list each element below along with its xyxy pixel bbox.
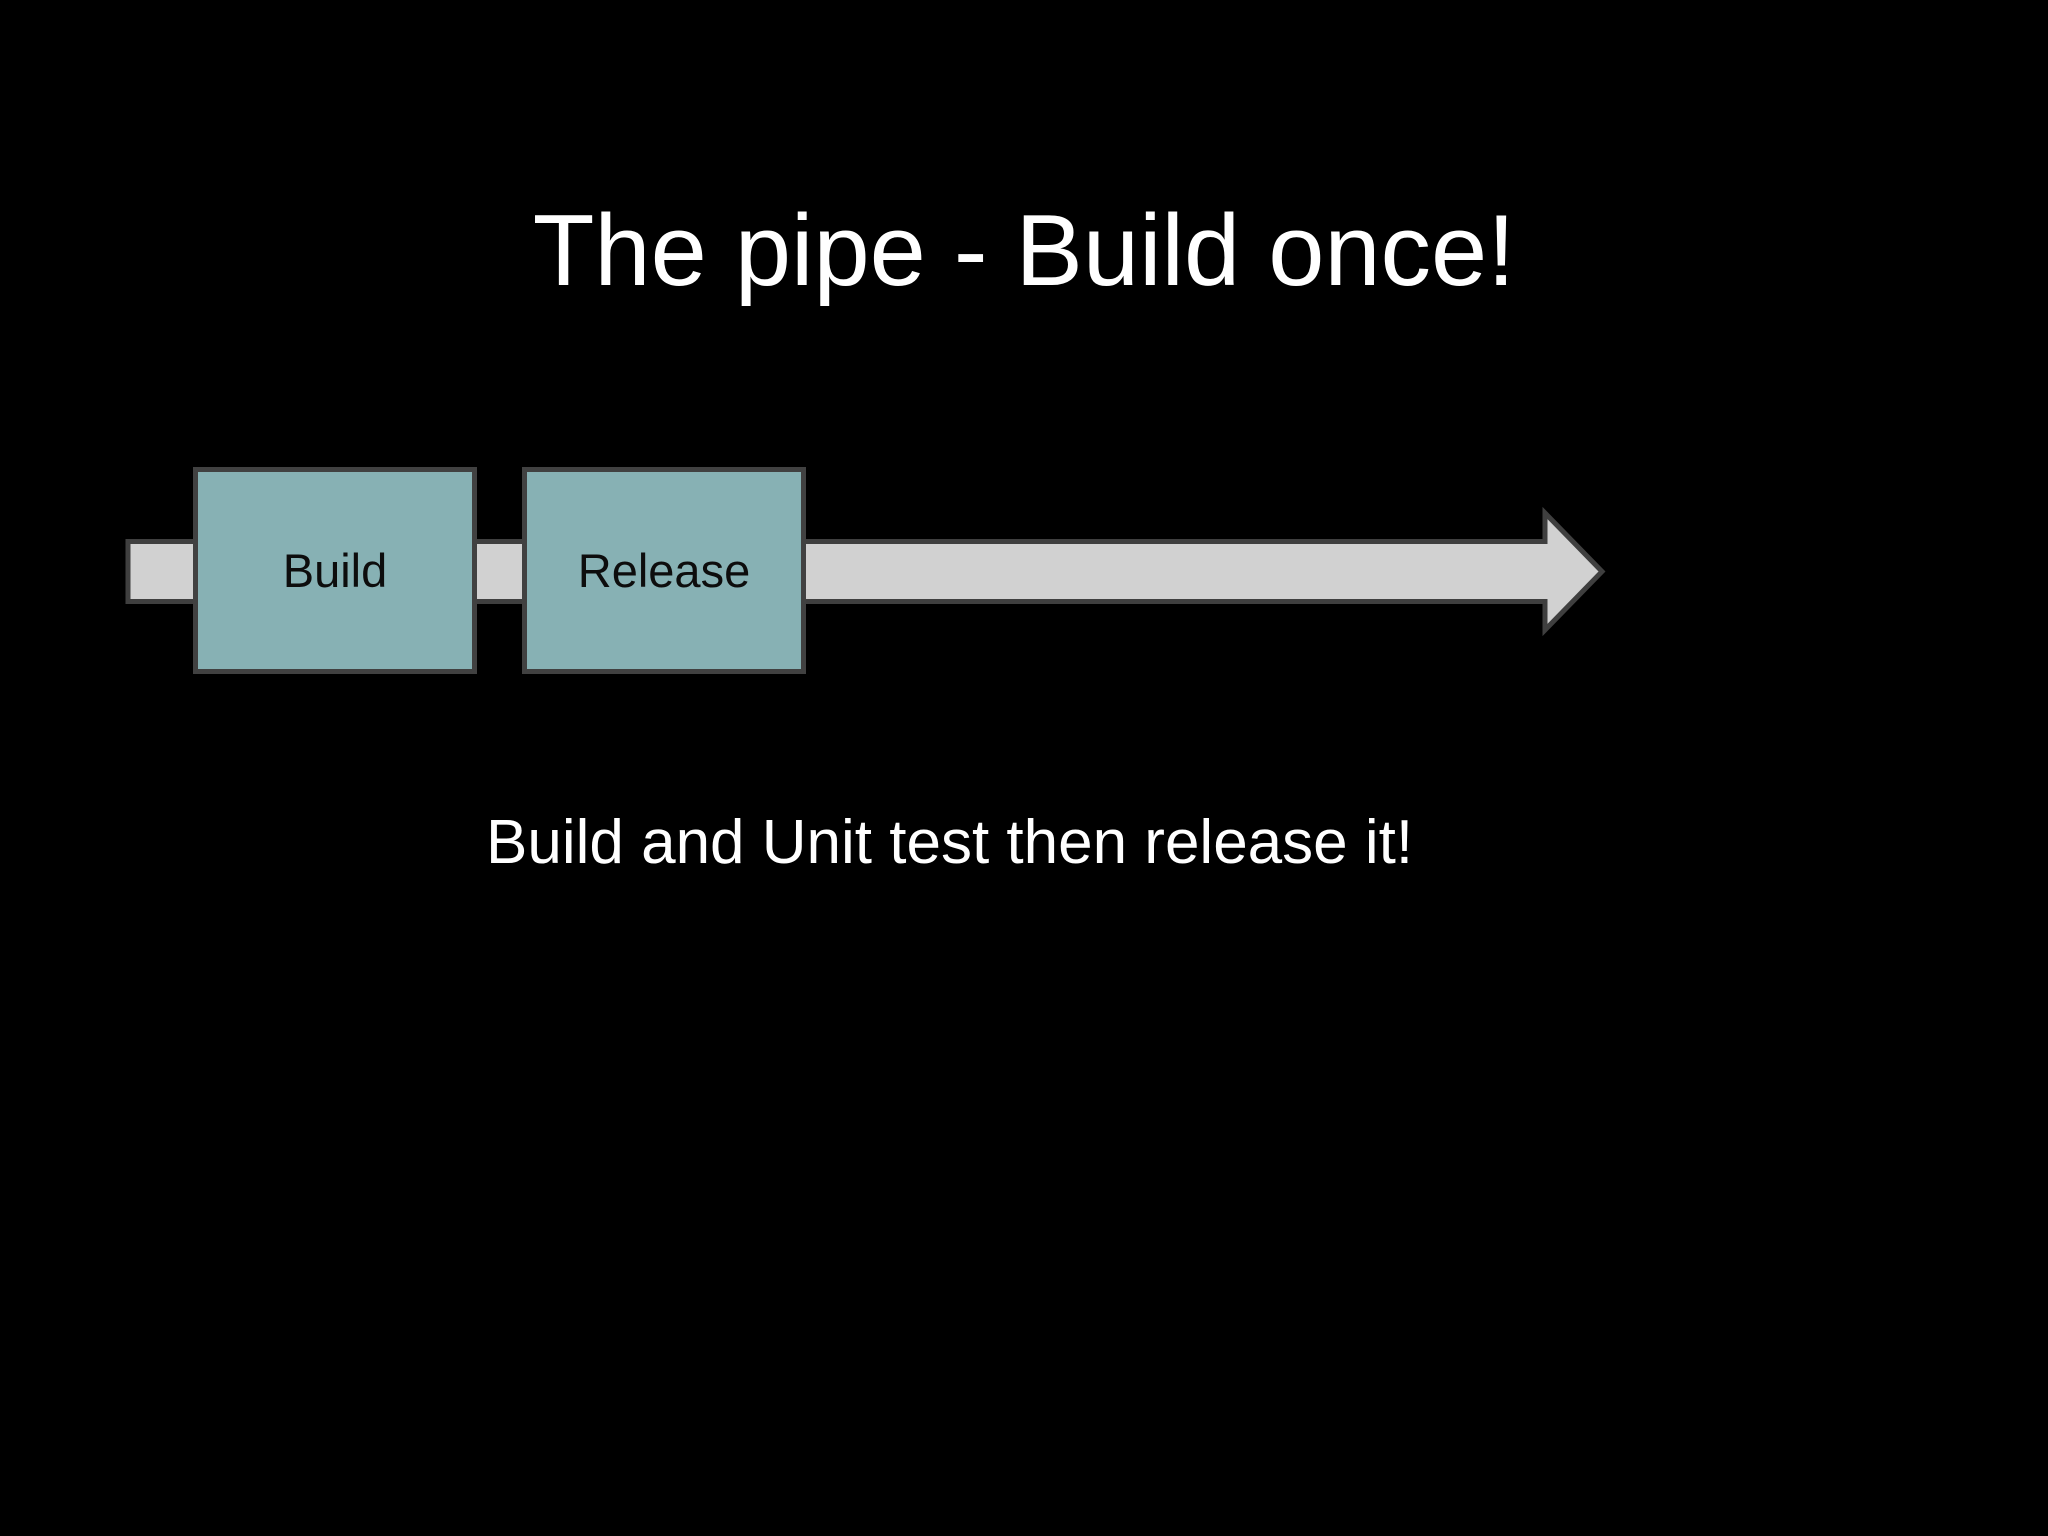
stage-box-release: Release bbox=[522, 467, 806, 674]
stage-box-build: Build bbox=[193, 467, 477, 674]
slide-title: The pipe - Build once! bbox=[532, 195, 1516, 307]
stage-label-release: Release bbox=[577, 544, 751, 597]
stage-label-build: Build bbox=[282, 544, 388, 597]
slide-caption: Build and Unit test then release it! bbox=[486, 808, 1414, 877]
